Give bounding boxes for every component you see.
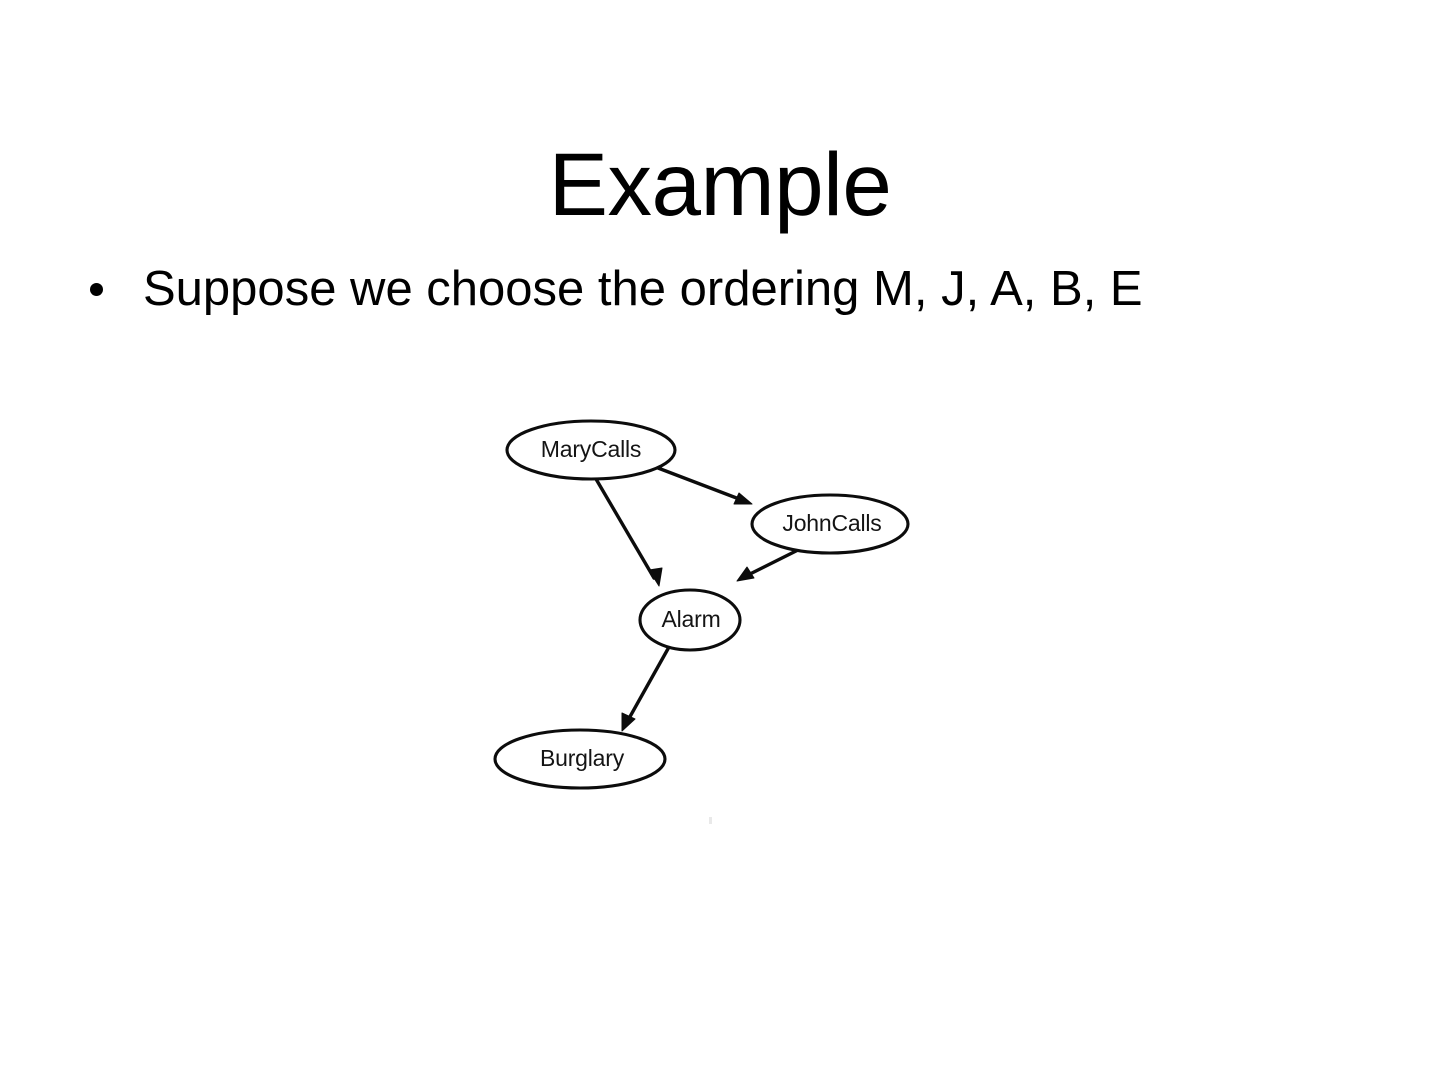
- node-ellipse: [638, 588, 742, 652]
- bullet-dot-icon: [90, 282, 103, 296]
- node-ellipse: [493, 728, 667, 790]
- arrowhead-icon: [621, 712, 636, 732]
- graph-node-alarm[interactable]: Alarm: [638, 588, 742, 652]
- diagram-svg: MaryCalls JohnCalls Alarm Burglary: [493, 419, 910, 790]
- edge-line: [742, 547, 802, 579]
- node-label: Alarm: [661, 606, 720, 632]
- page-title: Example: [548, 133, 892, 234]
- bullet-marker-icon: [86, 258, 143, 320]
- bayesian-network-diagram: MaryCalls JohnCalls Alarm Burglary: [470, 400, 940, 824]
- node-ellipse: [750, 493, 910, 555]
- node-label: Burglary: [540, 745, 625, 771]
- edge-alarm-burglary: [621, 645, 671, 732]
- edge-line: [656, 466, 749, 504]
- graph-node-johncalls[interactable]: JohnCalls: [750, 493, 910, 555]
- list-item: Suppose we choose the ordering M, J, A, …: [86, 258, 1366, 320]
- graph-node-burglary[interactable]: Burglary: [493, 728, 667, 790]
- arrowhead-icon: [648, 567, 663, 587]
- scan-artifact: [709, 817, 712, 824]
- edge-marycalls-alarm: [594, 477, 663, 587]
- edge-line: [625, 645, 671, 724]
- bullet-list: Suppose we choose the ordering M, J, A, …: [86, 258, 1366, 320]
- edge-johncalls-alarm: [736, 547, 802, 582]
- bullet-text: Suppose we choose the ordering M, J, A, …: [143, 262, 1143, 316]
- arrowhead-icon: [733, 492, 753, 505]
- graph-node-marycalls[interactable]: MaryCalls: [505, 419, 677, 481]
- edge-marycalls-johncalls: [656, 466, 753, 505]
- edge-line: [594, 477, 656, 580]
- node-ellipse: [505, 419, 677, 481]
- node-label: MaryCalls: [541, 436, 641, 462]
- arrowhead-icon: [736, 566, 755, 582]
- node-label: JohnCalls: [782, 510, 881, 536]
